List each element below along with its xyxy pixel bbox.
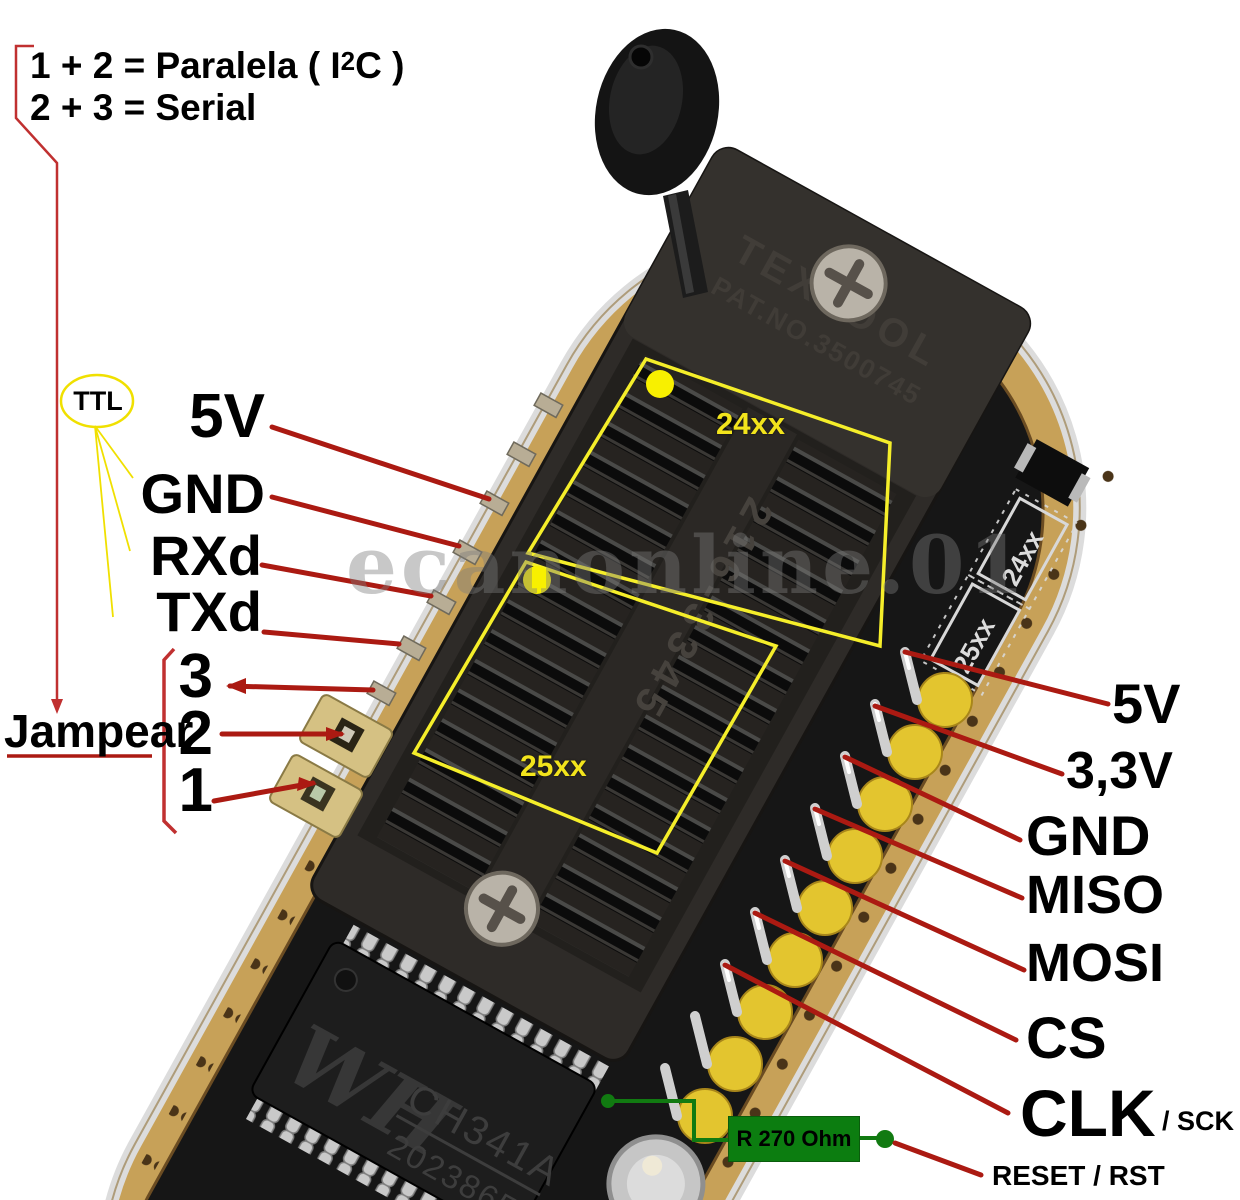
- zone-24xx-label: 24xx: [716, 406, 785, 441]
- annotation-lines: [211, 424, 1111, 1178]
- note-line-1: 1 + 2 = Paralela ( I2C ): [30, 45, 405, 86]
- spi-label-gnd: GND: [1026, 804, 1151, 867]
- socket-screw-top: [809, 244, 888, 323]
- serial-label-rxd: RXd: [150, 524, 262, 587]
- via-holes-left: [24, 827, 341, 1200]
- spi-label-clk: CLK: [1020, 1076, 1156, 1150]
- ch341a-chip: WH CH341A 20238650: [245, 924, 609, 1200]
- note-line-2: 2 + 3 = Serial: [30, 87, 257, 128]
- resistor-trace: [608, 1099, 878, 1142]
- jampear-label: Jampear: [4, 705, 194, 757]
- serial-label-gnd: GND: [140, 462, 265, 525]
- trace-end-dot: [876, 1130, 894, 1148]
- serial-label-5v: 5V: [189, 382, 265, 451]
- pcb-board: 24xx 25xx WH CH341A 20238650 TEXTOOL: [24, 146, 1131, 1200]
- chip-pin1-dimple: [333, 967, 358, 992]
- zone-24xx-box: [525, 356, 892, 649]
- socket-slots-right: [530, 439, 897, 977]
- smd-component: [1015, 439, 1090, 507]
- zif-lever: [594, 28, 720, 298]
- silkscreen-outlines: [919, 487, 1079, 696]
- spi-label-mosi: MOSI: [1026, 933, 1165, 993]
- spi-label-sck-suffix: / SCK: [1162, 1106, 1235, 1136]
- resistor-value-label: R 270 Ohm: [736, 1126, 852, 1151]
- zone-25xx-box: [411, 559, 779, 856]
- jumper-pin-1: [309, 784, 327, 803]
- spi-label-reset: RESET / RST: [992, 1160, 1165, 1191]
- zone-25xx-label: 25xx: [520, 750, 587, 783]
- spi-label-miso: MISO: [1026, 865, 1165, 925]
- annotation-brackets: [14, 44, 178, 835]
- socket-screw-bottom: [463, 870, 540, 947]
- socket-top-face: [623, 148, 1030, 498]
- zone-25xx-pin1-dot: [523, 566, 551, 594]
- metal-capacitor: [606, 1134, 706, 1200]
- jumper-pin-3-label: 3: [178, 642, 213, 711]
- zif-socket: TEXTOOL PAT.NO.3500745 216-3345: [310, 146, 1032, 1062]
- jumper-pin-2-label: 2: [178, 699, 213, 768]
- watermark: ecanonline.01: [346, 518, 1029, 612]
- spi-header-pins: [660, 647, 973, 1144]
- jumper-mode-note: 1 + 2 = Paralela ( I2C ) 2 + 3 = Serial: [30, 40, 404, 129]
- jumper-block: [269, 694, 393, 838]
- resistor-value-box: R 270 Ohm: [728, 1116, 860, 1162]
- annotation-arrowheads: [226, 678, 345, 791]
- socket-center-rail: [476, 407, 797, 925]
- ttl-label: TTL: [73, 386, 123, 416]
- jumper-pin-2: [338, 725, 356, 744]
- serial-label-txd: TXd: [156, 580, 262, 643]
- trace-start-dot: [601, 1094, 615, 1108]
- socket-slots-left: [377, 354, 743, 892]
- spi-label-cs: CS: [1026, 1006, 1107, 1071]
- chip-zone-boxes: [411, 356, 892, 856]
- zone-24xx-pin1-dot: [646, 370, 674, 398]
- spi-label-33v: 3,3V: [1066, 742, 1173, 800]
- ttl-callout: [59, 373, 135, 618]
- jumper-pin-1-label: 1: [178, 756, 213, 825]
- spi-label-5v: 5V: [1112, 672, 1181, 735]
